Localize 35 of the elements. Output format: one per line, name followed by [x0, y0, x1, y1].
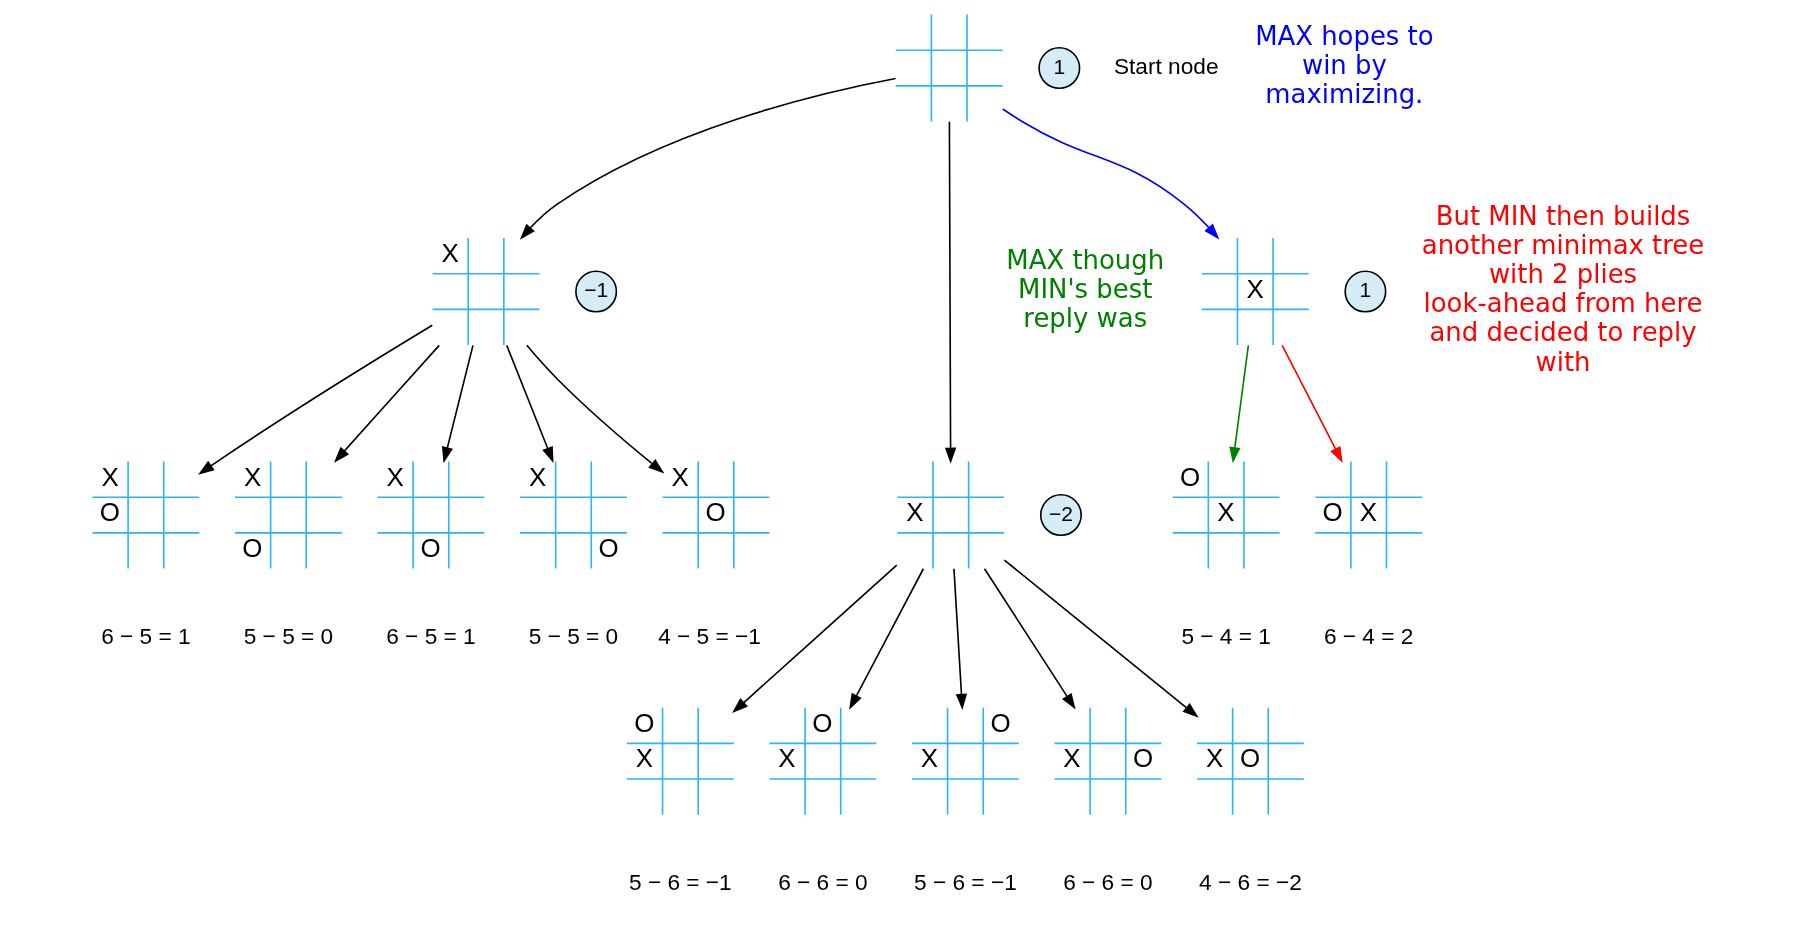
node-label: 5 − 5 = 0 [243, 623, 334, 650]
node-text: O X [1179, 462, 1235, 527]
node-label: Start node [1113, 53, 1219, 80]
node-text: X [1246, 274, 1264, 303]
node-label: 6 − 5 = 1 [386, 623, 476, 650]
label: MAX hopes to win by maximizing. [1255, 21, 1434, 110]
node-label: 5 − 6 = −1 [914, 869, 1017, 896]
node-text: X O [1205, 744, 1261, 773]
node-label: 5 − 6 = −1 [629, 869, 732, 896]
node-label: 6 − 6 = 0 [778, 869, 868, 896]
node-text: X O [386, 462, 441, 562]
node-text: O X [920, 708, 1011, 773]
node-label: 6 − 6 = 0 [1063, 869, 1153, 896]
node-text: X O [671, 462, 726, 527]
node-text: X O [528, 462, 619, 562]
node-text: O X [634, 708, 655, 773]
node-text: X [441, 239, 459, 268]
node-text: O X [778, 708, 833, 773]
node-label: −2 [1048, 501, 1073, 525]
node-label: 5 − 4 = 1 [1181, 623, 1271, 650]
node-text: X O [1063, 744, 1154, 773]
node-label: 1 [1359, 278, 1372, 302]
label: But MIN then builds another minimax tree with 2 plies look-ahead from here and decided to reply with [1421, 200, 1705, 377]
node-label: 1 [1053, 54, 1066, 78]
label: MAX though MIN's best reply was [1006, 244, 1165, 333]
node-label: 4 − 5 = −1 [658, 623, 761, 650]
node-label: 4 − 6 = −2 [1199, 869, 1302, 896]
node-text: X O [99, 462, 120, 527]
node-label: −1 [584, 278, 609, 302]
node-label: 6 − 5 = 1 [101, 623, 191, 650]
node-text: X [906, 498, 924, 527]
node-label: 6 − 4 = 2 [1323, 623, 1414, 650]
node-label: 5 − 5 = 0 [528, 623, 619, 650]
node-text: O X [1322, 498, 1378, 527]
node-text: X O [242, 462, 263, 562]
